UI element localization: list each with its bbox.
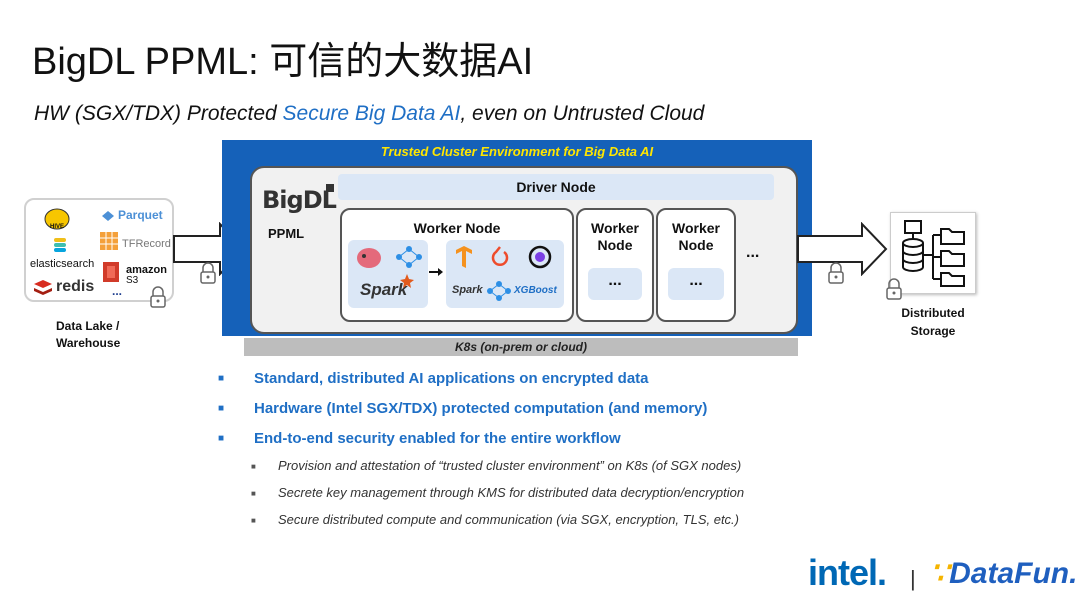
lock-icon bbox=[886, 278, 902, 300]
flow-icon bbox=[396, 246, 422, 268]
worker-node-2: Worker Node ... bbox=[576, 208, 654, 322]
bigdl-logo-square bbox=[326, 184, 334, 192]
more-nodes-ellipsis: ... bbox=[746, 244, 760, 261]
worker-node-label: Worker Node bbox=[413, 220, 501, 236]
spark-label: Spark bbox=[360, 280, 408, 299]
source-parquet: Parquet bbox=[118, 208, 163, 222]
sub-bullet-2: Secrete key management through KMS for d… bbox=[278, 485, 745, 500]
data-lake-box: HIVE Parquet TFRecord elasticsearch amaz… bbox=[24, 198, 174, 302]
worker-node-main: Worker Node Spark Spark XGBoost bbox=[340, 208, 574, 322]
logo-separator: | bbox=[910, 566, 916, 591]
tensorflow-icon bbox=[456, 246, 472, 268]
source-amazon: amazon bbox=[126, 264, 167, 276]
data-lake-label-line1: Data Lake / bbox=[56, 319, 120, 333]
redis-icon bbox=[34, 280, 52, 295]
subtitle: HW (SGX/TDX) Protected Secure Big Data A… bbox=[34, 102, 704, 126]
worker-node-3: Worker Node ... bbox=[656, 208, 736, 322]
spark-star-icon bbox=[400, 274, 414, 288]
sub-bullet-marker: ■ bbox=[251, 462, 256, 471]
storage-box bbox=[890, 212, 976, 294]
sub-bullet-3: Secure distributed compute and communica… bbox=[278, 512, 739, 527]
arrow-right-icon bbox=[429, 268, 443, 276]
storage-label-line2: Storage bbox=[910, 324, 956, 338]
elasticsearch-icon bbox=[54, 238, 66, 252]
source-redis: redis bbox=[56, 278, 95, 295]
worker-node-2-box: ... bbox=[588, 268, 642, 300]
worker-node-3-label: Worker Node bbox=[658, 220, 734, 254]
source-s3: S3 bbox=[126, 275, 139, 286]
bullet-marker: ■ bbox=[218, 373, 225, 384]
page-title: BigDL PPML: 可信的大数据AI bbox=[32, 41, 534, 83]
svg-text:HIVE: HIVE bbox=[50, 224, 64, 230]
spark-small-label: Spark bbox=[452, 284, 483, 296]
worker-node-3-line1: Worker bbox=[672, 220, 720, 236]
amazon-s3-icon bbox=[103, 262, 119, 282]
datafun-text: DataFun. bbox=[949, 557, 1078, 590]
pytorch-icon bbox=[491, 246, 509, 266]
bullet-2: Hardware (Intel SGX/TDX) protected compu… bbox=[254, 400, 708, 417]
subtitle-highlight: Secure Big Data AI bbox=[282, 102, 461, 125]
bullet-marker: ■ bbox=[218, 433, 225, 444]
lock-icon bbox=[828, 262, 844, 284]
subtitle-pre: HW (SGX/TDX) Protected bbox=[34, 102, 283, 125]
ml-frameworks-box: Spark XGBoost bbox=[446, 240, 564, 308]
cluster-title: Trusted Cluster Environment for Big Data… bbox=[380, 144, 654, 159]
source-elasticsearch: elasticsearch bbox=[30, 258, 95, 270]
parquet-icon bbox=[102, 211, 114, 221]
openvino-icon bbox=[528, 245, 552, 269]
bullet-1: Standard, distributed AI applications on… bbox=[254, 370, 649, 387]
bigdl-logo: BigDL bbox=[262, 186, 337, 214]
database-folders-icon bbox=[902, 220, 965, 287]
datafun-dots: ∵ bbox=[930, 557, 950, 590]
storage-label: Distributed Storage bbox=[888, 304, 978, 340]
lock-icon bbox=[200, 262, 216, 284]
data-lake-label-line2: Warehouse bbox=[56, 336, 121, 350]
worker-node-3-box: ... bbox=[668, 268, 724, 300]
worker-node-2-line2: Node bbox=[597, 237, 633, 253]
storage-label-line1: Distributed bbox=[901, 306, 965, 320]
bullet-3: End-to-end security enabled for the enti… bbox=[254, 430, 621, 447]
worker-node-2-label: Worker Node bbox=[578, 220, 652, 254]
spark-box: Spark bbox=[348, 240, 428, 308]
lock-icon bbox=[150, 286, 166, 308]
sub-bullet-marker: ■ bbox=[251, 516, 256, 525]
hive-icon: HIVE bbox=[44, 208, 70, 230]
source-more: ... bbox=[112, 284, 123, 298]
ppml-label: PPML bbox=[268, 226, 305, 241]
worker-node-2-line1: Worker bbox=[591, 220, 639, 236]
data-lake-label: Data Lake / Warehouse bbox=[56, 318, 120, 352]
subtitle-post: , even on Untrusted Cloud bbox=[460, 102, 705, 125]
arrow-out bbox=[797, 222, 888, 276]
sub-bullet-marker: ■ bbox=[251, 489, 256, 498]
worker-node-3-line2: Node bbox=[678, 237, 714, 253]
flow-icon-small bbox=[487, 281, 511, 301]
datafun-logo: ∵DataFun. bbox=[930, 556, 1077, 591]
pig-icon bbox=[357, 248, 381, 268]
driver-node: Driver Node bbox=[338, 174, 774, 200]
k8s-bar: K8s (on-prem or cloud) bbox=[244, 338, 798, 356]
intel-logo: intel. bbox=[808, 552, 887, 593]
sub-bullet-1: Provision and attestation of “trusted cl… bbox=[278, 458, 742, 473]
source-tfrecord: TFRecord bbox=[122, 238, 171, 250]
xgboost-label: XGBoost bbox=[514, 285, 557, 296]
tfrecord-icon bbox=[100, 232, 118, 250]
bullet-marker: ■ bbox=[218, 403, 225, 414]
